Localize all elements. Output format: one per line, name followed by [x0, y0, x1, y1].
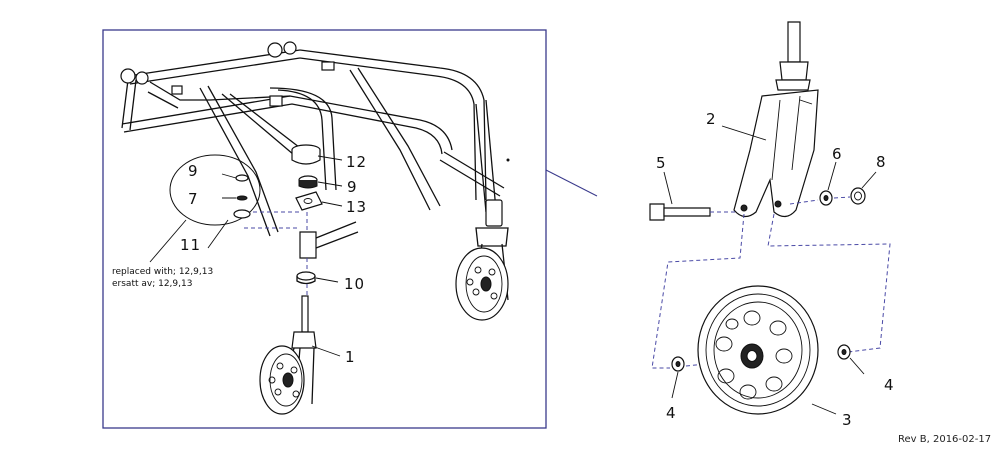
fork-assembly: [733, 21, 819, 218]
frame-front-caster: [455, 199, 509, 321]
replaced-circle: [169, 154, 261, 226]
callout-11: 11: [180, 236, 201, 254]
washer-6: [819, 190, 833, 206]
callout-12: 12: [346, 153, 367, 171]
callout-4-left: 4: [666, 404, 677, 422]
callout-6: 6: [832, 145, 843, 163]
wheel-3: [697, 285, 819, 415]
axle-route-right: [767, 213, 891, 353]
bearing-4-left: [671, 356, 685, 372]
callout-9-circle: 9: [188, 162, 199, 180]
caster-assembly-1: [259, 295, 317, 415]
frame-link-line: [545, 169, 598, 197]
nut-8: [850, 187, 866, 205]
replaced-note-sv: ersatt av; 12,9,13: [112, 279, 192, 289]
callout-8: 8: [876, 153, 887, 171]
revision-label: Rev B, 2016-02-17: [898, 434, 991, 445]
callout-7: 7: [188, 190, 199, 208]
left-exploded-parts: [244, 144, 359, 296]
bearing-4-right: [837, 344, 851, 360]
replaced-parts-group: [149, 154, 261, 263]
callout-2: 2: [706, 110, 717, 128]
callout-9-stack: 9: [347, 178, 358, 196]
walker-frame: [120, 41, 510, 237]
callout-3: 3: [842, 411, 853, 429]
replaced-note-en: replaced with; 12,9,13: [112, 267, 213, 277]
callout-10: 10: [344, 275, 365, 293]
callout-13: 13: [346, 198, 367, 216]
detail-frame: [102, 29, 547, 429]
leader-lines: [207, 125, 877, 415]
callout-5: 5: [656, 154, 667, 172]
callout-1: 1: [345, 348, 356, 366]
callout-4-right: 4: [884, 376, 895, 394]
axle-bolt-5: [649, 203, 736, 221]
axle-route-left: [651, 213, 745, 369]
